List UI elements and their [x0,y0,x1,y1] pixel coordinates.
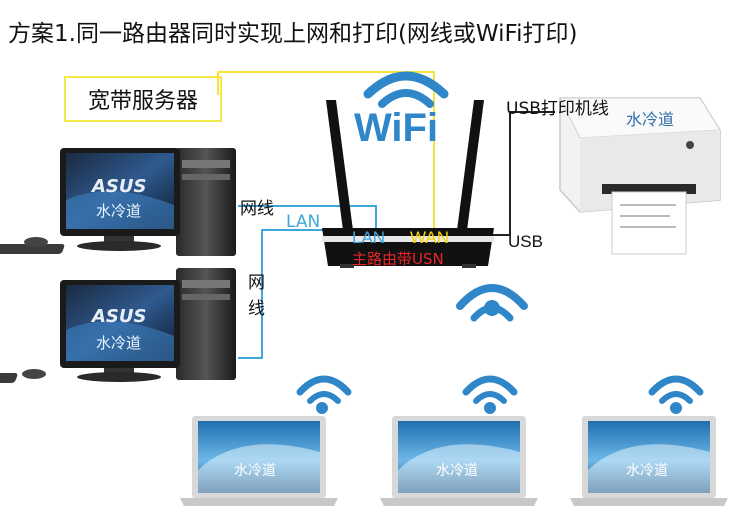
router-broadcast-icon [456,284,528,322]
laptop-2-wifi-icon [462,375,518,414]
isp-server-label: 宽带服务器 [87,89,198,114]
label-printer [559,97,721,255]
wifi-router [322,100,494,268]
wan-cable [217,71,435,244]
isp-server-box: 宽带服务器 [64,76,222,122]
ethernet-label-1: 网线 [240,199,274,219]
laptop-1 [180,416,338,506]
desktop-1-brand: ASUS [92,176,147,197]
laptop-3 [570,416,728,506]
desktop-computer-1 [0,148,236,256]
usb-port-label: USB [508,232,543,251]
desktop-2-watermark: 水冷道 [96,334,142,352]
printer-watermark: 水冷道 [626,110,675,129]
laptop-3-watermark: 水冷道 [626,463,668,479]
usb-cable-label: USB打印机线 [506,99,609,119]
desktop-computer-2 [0,268,236,383]
router-brand-text: 主路由带USN [352,250,444,268]
laptop-2 [380,416,538,506]
ethernet-label-2-top: 网 [248,273,265,293]
laptop-1-wifi-icon [296,375,352,414]
ethernet-label-2-bottom: 线 [248,299,265,319]
laptop-1-watermark: 水冷道 [234,463,276,479]
laptop-3-wifi-icon [648,375,704,414]
router-wan-port-label: WAN [410,228,450,247]
router-wifi-text: WiFi [354,106,439,150]
desktop-1-watermark: 水冷道 [96,202,142,220]
lan-cable-1 [238,205,377,238]
laptop-2-watermark: 水冷道 [436,463,478,479]
router-wifi-signal-icon [363,71,449,108]
desktop-2-brand: ASUS [92,306,147,327]
usb-cable [492,111,555,236]
page-title: 方案1.同一路由器同时实现上网和打印(网线或WiFi打印) [8,21,578,47]
router-lan-port-label: LAN [352,228,386,247]
lan-cable-label: LAN [286,212,321,232]
